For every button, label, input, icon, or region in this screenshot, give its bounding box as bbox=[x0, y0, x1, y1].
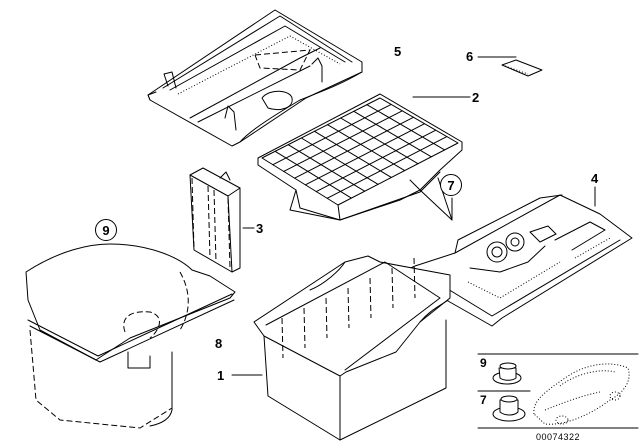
label-part-4: 4 bbox=[591, 171, 599, 186]
grid-line bbox=[287, 144, 366, 192]
box-rib bbox=[347, 287, 350, 329]
grid-line bbox=[366, 104, 446, 151]
inset-panel bbox=[477, 353, 639, 429]
box-rib bbox=[303, 307, 306, 349]
grid-line bbox=[283, 110, 403, 172]
box-rib bbox=[281, 317, 284, 359]
label-part-9: 9 bbox=[95, 219, 117, 241]
grid-line bbox=[315, 129, 437, 193]
box-rib bbox=[325, 297, 328, 339]
nut-9-icon bbox=[492, 362, 522, 385]
grid-line bbox=[274, 150, 352, 199]
part-2-grid-tray bbox=[257, 93, 463, 221]
inset-label-9: 9 bbox=[480, 356, 487, 370]
part-3-divider bbox=[189, 167, 241, 273]
box-rib bbox=[369, 277, 372, 319]
part-1-storage-box bbox=[253, 255, 451, 441]
label-part-2: 2 bbox=[472, 90, 480, 105]
label-part-5: 5 bbox=[394, 44, 402, 59]
label-part-3: 3 bbox=[256, 221, 264, 236]
part-6-strip bbox=[501, 59, 543, 77]
part-5-floor-cover bbox=[147, 9, 363, 147]
grid-line bbox=[313, 130, 392, 178]
grid-line bbox=[353, 110, 432, 158]
label-part-7: 7 bbox=[440, 174, 462, 196]
nut-7-icon bbox=[492, 395, 526, 422]
grid-line bbox=[294, 116, 414, 179]
grid-line bbox=[272, 103, 392, 166]
grid-line bbox=[326, 136, 448, 199]
grid-line bbox=[327, 124, 406, 172]
grid-line bbox=[340, 117, 419, 165]
box-rib bbox=[391, 267, 394, 309]
label-part-1: 1 bbox=[217, 368, 225, 383]
grid-line bbox=[304, 123, 426, 186]
sedan-car-icon bbox=[533, 363, 630, 425]
reference-number: 00074322 bbox=[536, 432, 581, 442]
inset-label-7: 7 bbox=[480, 393, 487, 407]
label-part-6: 6 bbox=[466, 49, 474, 64]
part-9-storage-bin bbox=[25, 243, 236, 429]
box-rib bbox=[413, 257, 416, 299]
grid-line bbox=[300, 137, 379, 185]
label-part-8: 8 bbox=[215, 336, 223, 351]
